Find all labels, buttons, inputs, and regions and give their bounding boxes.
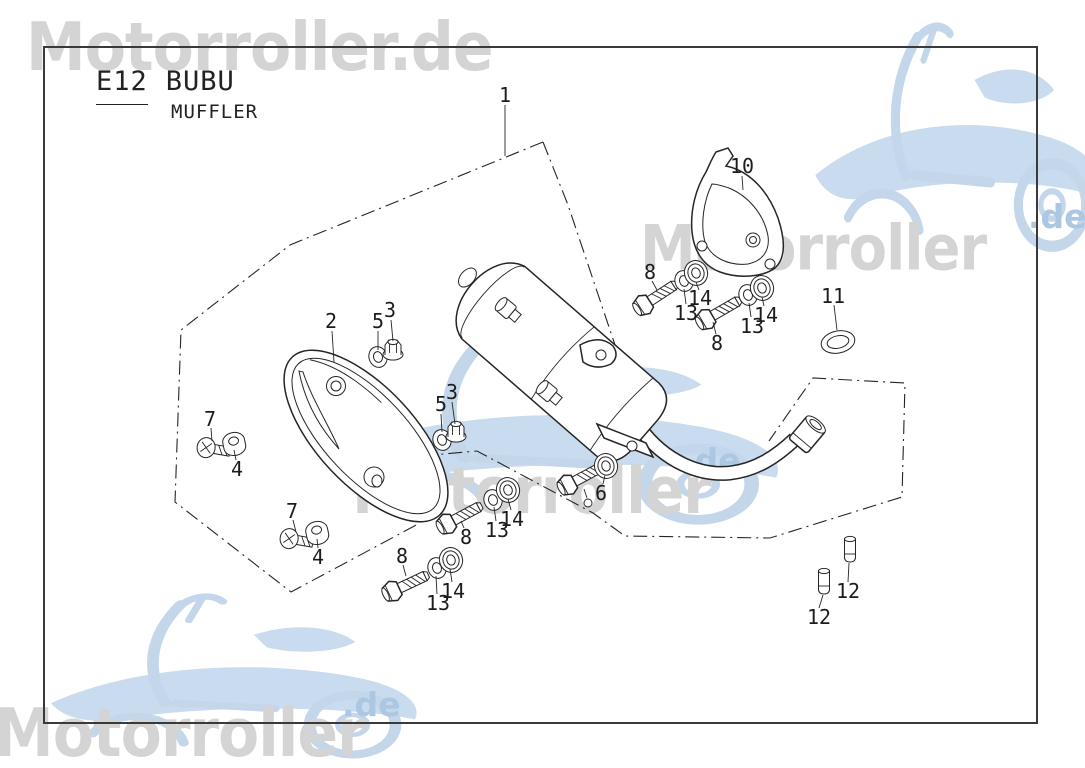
part-callout-14: 14: [754, 303, 778, 327]
part-callout-2: 2: [325, 309, 337, 333]
pipe-flange: [788, 415, 826, 454]
part-callout-14: 14: [441, 579, 465, 603]
part-callout-13: 13: [426, 591, 450, 615]
part-callout-13: 13: [485, 518, 509, 542]
muffler-stud: [494, 297, 522, 323]
model-name: BUBU: [165, 66, 235, 97]
part-callout-5: 5: [372, 309, 384, 333]
part-callout-8: 8: [644, 260, 656, 284]
pipe-bracket-strip: [595, 422, 655, 459]
part-callout-3: 3: [446, 380, 458, 404]
part-callout-7: 7: [286, 499, 298, 523]
part-callout-12: 12: [807, 605, 831, 629]
title-block: E12 BUBU MUFFLER: [96, 66, 258, 123]
part-callout-7: 7: [204, 407, 216, 431]
gasket-ring-11: [818, 327, 858, 357]
part-callout-10: 10: [730, 154, 754, 178]
watermark-tld-bottom: .de: [342, 685, 401, 724]
part-callout-5: 5: [435, 392, 447, 416]
part-callout-14: 14: [688, 286, 712, 310]
hex-bolt-8: [378, 564, 434, 606]
part-callout-13: 13: [740, 314, 764, 338]
cap-12: [844, 535, 856, 563]
part-callout-4: 4: [231, 457, 243, 481]
part-callout-6: 6: [595, 481, 607, 505]
diagram-code: E12: [96, 66, 148, 105]
part-callout-4: 4: [312, 545, 324, 569]
muffler-tab: [579, 339, 617, 368]
mounting-bracket: [690, 147, 784, 277]
drawing-frame: [43, 46, 1038, 724]
assembly-boundary: [174, 141, 906, 593]
flange-nut-3: [445, 420, 467, 443]
muffler-stud: [535, 380, 563, 406]
part-callout-3: 3: [384, 298, 396, 322]
cap-12: [818, 567, 830, 595]
part-callout-1: 1: [499, 83, 511, 107]
part-callout-8: 8: [711, 331, 723, 355]
leader-lines: [210, 105, 850, 609]
hardware: [195, 257, 858, 606]
part-callout-8: 8: [460, 525, 472, 549]
part-callout-12: 12: [836, 579, 860, 603]
watermark-brand-bottom: Motorroller: [0, 694, 367, 768]
part-callout-13: 13: [674, 301, 698, 325]
part-group-title: MUFFLER: [171, 101, 259, 123]
muffler-body: [455, 262, 826, 481]
part-callout-11: 11: [821, 284, 845, 308]
part-callout-8: 8: [396, 544, 408, 568]
heat-shield: [283, 349, 449, 523]
part-callout-14: 14: [500, 507, 524, 531]
flange-nut-3: [382, 338, 404, 361]
